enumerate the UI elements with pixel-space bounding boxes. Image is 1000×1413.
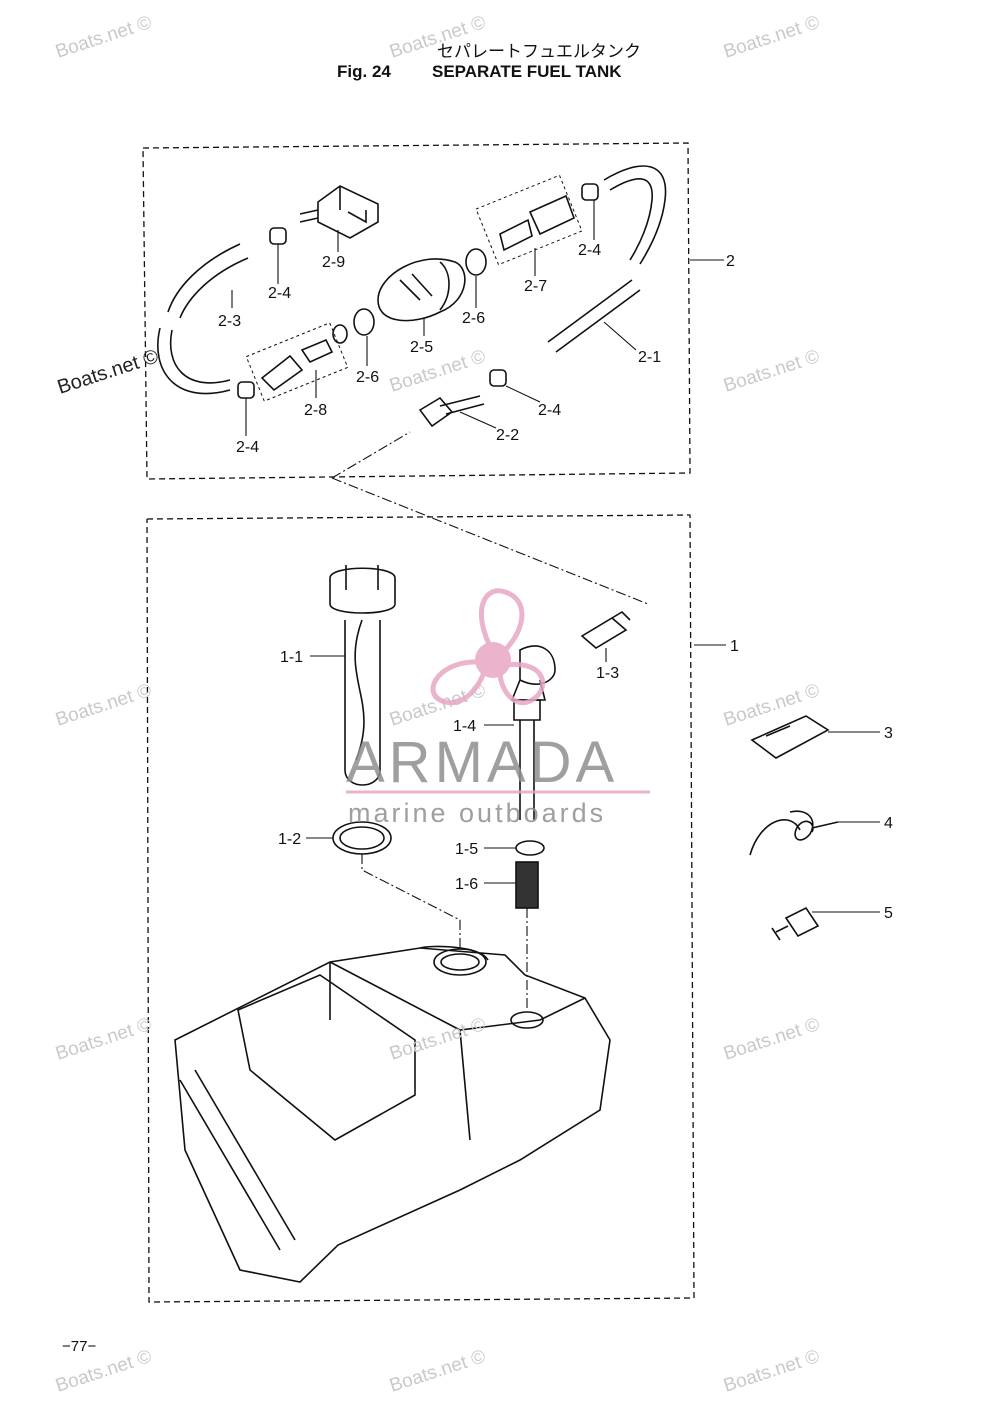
part-3-clip	[750, 715, 830, 759]
part-5-fitting	[771, 906, 820, 941]
small-fitting	[332, 324, 348, 344]
brand-name: ARMADA	[346, 730, 618, 795]
nut-2-4-a	[269, 227, 287, 245]
fuel-gauge-1-1	[329, 565, 396, 786]
figure-title: SEPARATE FUEL TANK	[432, 62, 622, 81]
callout-2-3: 2-3	[218, 313, 241, 330]
primer-bulb-2-5	[377, 258, 466, 322]
watermark-site: Boats.net ©	[387, 1014, 488, 1065]
watermark-site: Boats.net ©	[387, 1346, 488, 1397]
callout-2-4-b: 2-4	[578, 242, 601, 259]
callout-2-4-c: 2-4	[236, 439, 259, 456]
tank-panel-top	[237, 974, 416, 1141]
valve-2-8	[260, 338, 334, 392]
watermark-site: Boats.net ©	[53, 1014, 154, 1065]
ring-1-5	[515, 840, 545, 856]
callout-2-5: 2-5	[410, 339, 433, 356]
group-2-8-bracket	[245, 322, 349, 402]
fuel-tank	[174, 945, 611, 1283]
group-2-7-bracket	[475, 174, 583, 266]
callout-1-1: 1-1	[280, 649, 303, 666]
armada-logo: ARMADA marine outboards	[346, 588, 650, 828]
figure-number: Fig. 24	[337, 62, 391, 81]
callout-2-4-d: 2-4	[538, 402, 561, 419]
filter-1-6	[515, 861, 539, 909]
nut-2-4-b	[581, 183, 599, 201]
callout-2-9: 2-9	[322, 254, 345, 271]
watermark-site: Boats.net ©	[721, 1014, 822, 1065]
callout-4: 4	[884, 815, 893, 832]
callout-5: 5	[884, 905, 893, 922]
callout-1-3: 1-3	[596, 665, 619, 682]
nut-2-4-d	[237, 381, 255, 399]
callout-2-6-a: 2-6	[462, 310, 485, 327]
watermark-site: Boats.net ©	[721, 1346, 822, 1397]
tank-outlet	[510, 1011, 544, 1029]
watermark-site: Boats.net ©	[721, 346, 822, 397]
callout-1-5: 1-5	[455, 841, 478, 858]
callout-3: 3	[884, 725, 893, 742]
part-4-spring	[749, 810, 839, 856]
hose-upper-right	[603, 165, 667, 265]
nut-2-4-c	[489, 369, 507, 387]
connector-2-2	[418, 395, 485, 428]
tank-filler-neck	[433, 948, 487, 976]
watermark-site: Boats.net ©	[721, 12, 822, 63]
hose-2-3-lower	[157, 327, 231, 395]
callout-2-8: 2-8	[304, 402, 327, 419]
callout-2-6-b: 2-6	[356, 369, 379, 386]
hose-2-3	[167, 243, 249, 319]
group-2-border	[142, 142, 691, 480]
watermark-site: Boats.net ©	[53, 12, 154, 63]
propeller-icon	[430, 588, 546, 706]
connection-line-2-to-1	[331, 431, 649, 605]
callout-1: 1	[730, 638, 739, 655]
hose-2-1	[547, 279, 641, 353]
fitting-2-6-left	[353, 308, 375, 336]
japanese-title: セパレートフュエルタンク	[437, 42, 641, 61]
page-number: −77−	[62, 1338, 97, 1355]
callout-2-2: 2-2	[496, 427, 519, 444]
elbow-fitting	[510, 645, 556, 701]
watermark-site: Boats.net ©	[721, 680, 822, 731]
connector-2-9	[299, 185, 379, 239]
group-1-border	[146, 514, 695, 1303]
valve-2-7	[499, 194, 576, 252]
callout-1-6: 1-6	[455, 876, 478, 893]
callout-1-2: 1-2	[278, 831, 301, 848]
fitting-1-3	[580, 610, 631, 649]
callout-2-7: 2-7	[524, 278, 547, 295]
watermark-site: Boats.net ©	[387, 12, 488, 63]
callout-2: 2	[726, 253, 735, 270]
watermark-site: Boats.net ©	[53, 680, 154, 731]
watermark-site: Boats.net ©	[387, 346, 488, 397]
callout-2-1: 2-1	[638, 349, 661, 366]
brand-tagline: marine outboards	[348, 798, 606, 828]
callout-1-4: 1-4	[453, 718, 476, 735]
callout-2-4-a: 2-4	[268, 285, 291, 302]
fitting-2-6-right	[465, 248, 487, 276]
